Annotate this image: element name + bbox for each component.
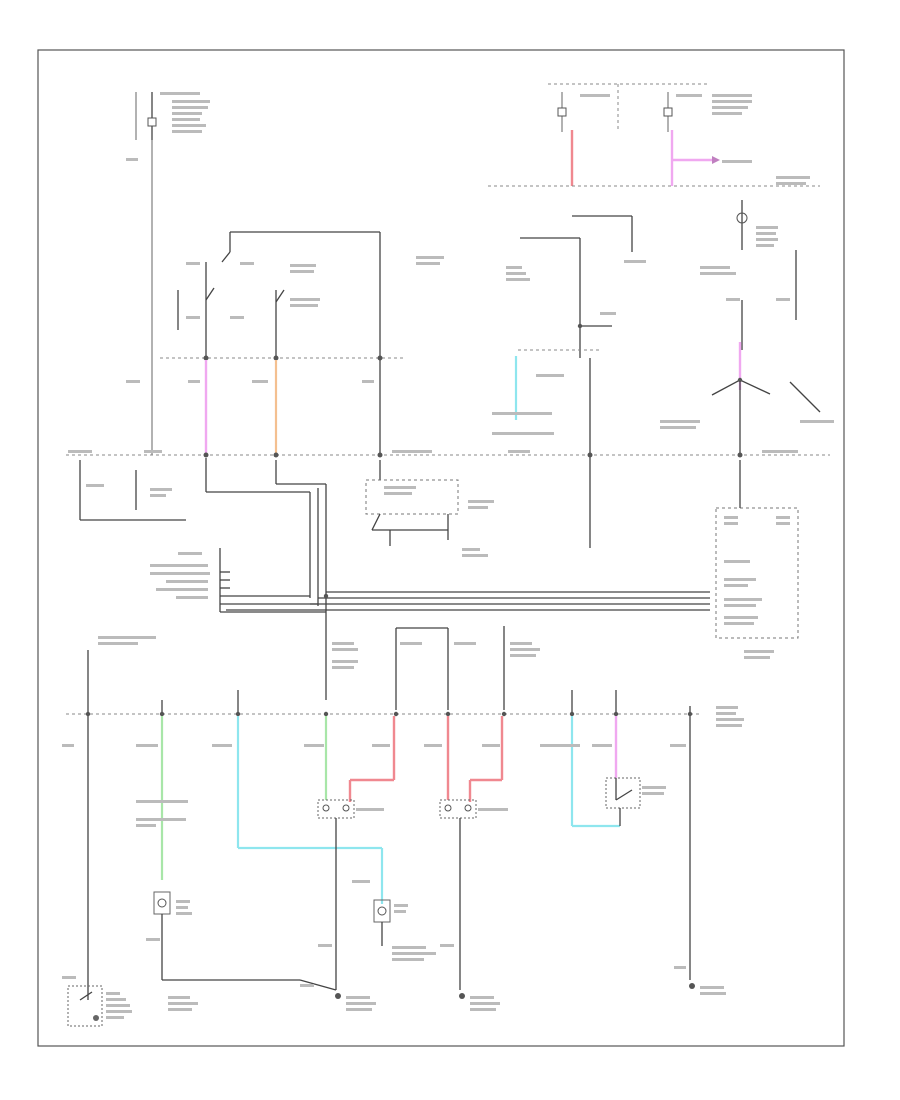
headlight-wiring	[62, 716, 691, 980]
bottom-left-switch	[62, 976, 132, 1027]
retract-relay	[592, 744, 666, 826]
lower-connector-row	[66, 650, 744, 1000]
body-control-module	[715, 460, 799, 659]
right-indicator-lamp	[352, 880, 436, 961]
left-indicator-lamp	[146, 891, 192, 980]
headlight-fuses	[325, 614, 540, 710]
multiplex-connector	[98, 548, 326, 645]
headlight-switch	[126, 231, 444, 456]
diagram-border	[37, 49, 845, 1047]
high-beam-indicator	[660, 200, 834, 455]
control-bus	[226, 591, 710, 611]
right-headlight	[439, 799, 508, 990]
main-connector-row	[66, 450, 830, 458]
left-headlight	[317, 799, 384, 990]
dimmer-relay-area	[492, 215, 646, 548]
left-fuse-relay	[79, 460, 186, 521]
trunk-wires	[205, 458, 381, 614]
top-right-fuse-block	[488, 83, 820, 187]
top-left-power-feed	[126, 92, 210, 455]
ground-connections	[162, 944, 726, 1011]
passing-relay	[365, 479, 494, 557]
